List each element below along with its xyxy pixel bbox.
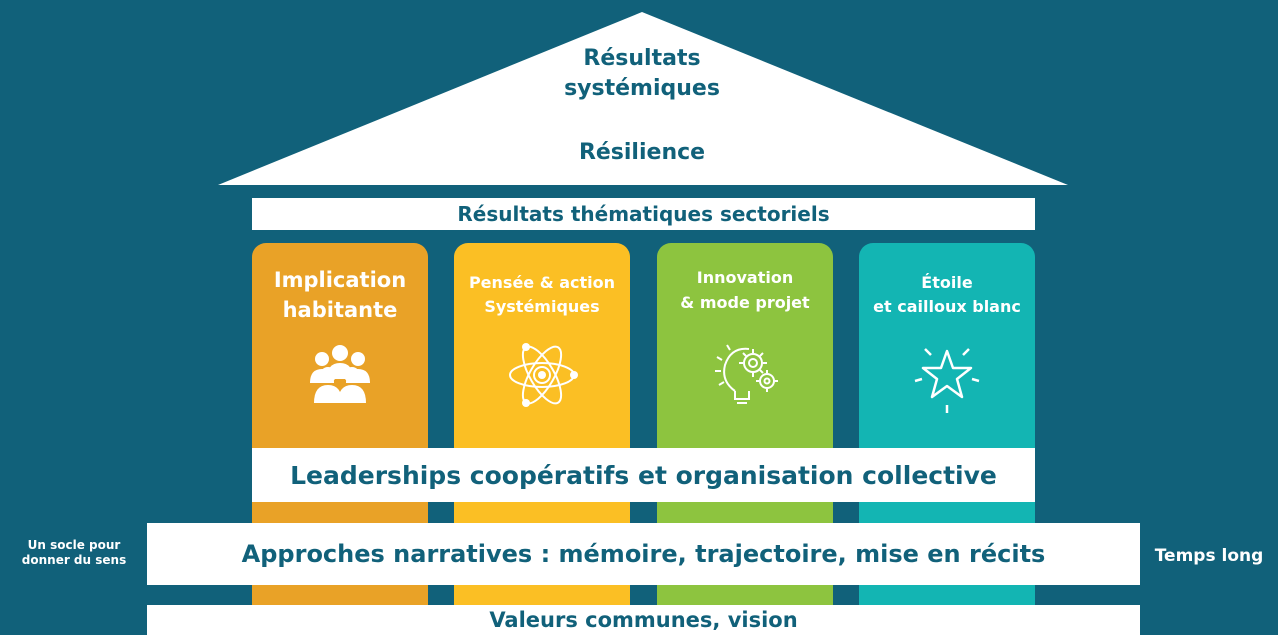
pillar-implication-line1: Implication xyxy=(273,268,407,292)
pillar-innovation-line1: Innovation xyxy=(696,268,794,287)
pillar-pensee-line2: Systémiques xyxy=(484,297,600,316)
pillar-etoile-title: Étoile et cailloux blanc xyxy=(859,271,1035,319)
lightbulb-gears-icon xyxy=(715,344,778,404)
star-icon xyxy=(914,348,980,413)
pillar-innovation-line2: & mode projet xyxy=(680,293,810,312)
side-label-right: Temps long xyxy=(1154,546,1264,566)
pillar-etoile-line1: Étoile xyxy=(921,273,973,292)
pillar-etoile-line2: et cailloux blanc xyxy=(873,297,1021,316)
roof-title-line2: systémiques xyxy=(564,76,720,101)
roof-triangle xyxy=(218,12,1068,185)
pillar-innovation-title: Innovation & mode projet xyxy=(657,265,833,315)
pillar-implication-title: Implication habitante xyxy=(252,265,428,325)
pillar-pensee-title: Pensée & action Systémiques xyxy=(454,271,630,319)
pillar-implication-line2: habitante xyxy=(282,298,398,322)
people-group-icon xyxy=(310,345,370,403)
side-label-left-line1: Un socle pour xyxy=(27,538,121,552)
beam-bar: Résultats thématiques sectoriels xyxy=(252,198,1035,230)
narratives-band: Approches narratives : mémoire, trajecto… xyxy=(147,523,1140,585)
side-label-left: Un socle pour donner du sens xyxy=(12,538,136,568)
roof-title: Résultats systémiques xyxy=(540,44,744,104)
leadership-band: Leaderships coopératifs et organisation … xyxy=(252,448,1035,502)
roof-title-line1: Résultats xyxy=(583,46,701,71)
side-label-left-line2: donner du sens xyxy=(21,553,127,567)
atom-icon xyxy=(509,343,578,407)
values-band: Valeurs communes, vision xyxy=(147,605,1140,635)
pillar-pensee-line1: Pensée & action xyxy=(468,273,616,292)
roof-subtitle: Résilience xyxy=(578,140,706,165)
